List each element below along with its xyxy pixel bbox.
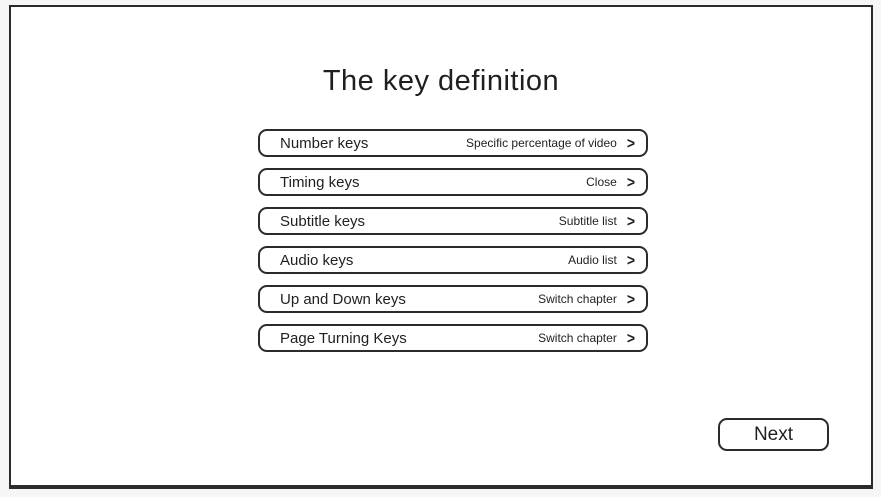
chevron-right-icon: >	[626, 212, 635, 230]
row-value: Audio list	[568, 253, 617, 267]
row-number-keys[interactable]: Number keys Specific percentage of video…	[258, 129, 648, 157]
row-up-and-down-keys[interactable]: Up and Down keys Switch chapter >	[258, 285, 648, 313]
row-timing-keys[interactable]: Timing keys Close >	[258, 168, 648, 196]
row-right: Specific percentage of video >	[466, 134, 635, 152]
row-label: Up and Down keys	[280, 290, 406, 308]
chevron-right-icon: >	[626, 329, 635, 347]
row-value: Switch chapter	[538, 331, 617, 345]
row-label: Number keys	[280, 134, 369, 152]
row-label: Timing keys	[280, 173, 360, 191]
row-value: Close	[586, 175, 617, 189]
window-frame: The key definition Number keys Specific …	[9, 5, 873, 489]
row-audio-keys[interactable]: Audio keys Audio list >	[258, 246, 648, 274]
row-right: Close >	[586, 173, 635, 191]
row-label: Audio keys	[280, 251, 354, 269]
page-title: The key definition	[322, 65, 560, 97]
row-value: Specific percentage of video	[466, 136, 617, 150]
row-subtitle-keys[interactable]: Subtitle keys Subtitle list >	[258, 207, 648, 235]
chevron-right-icon: >	[626, 251, 635, 269]
chevron-right-icon: >	[626, 134, 635, 152]
row-right: Switch chapter >	[538, 290, 635, 308]
key-definition-list: Number keys Specific percentage of video…	[258, 129, 648, 352]
row-label: Subtitle keys	[280, 212, 366, 230]
row-label: Page Turning Keys	[280, 329, 407, 347]
row-right: Subtitle list >	[558, 212, 635, 230]
row-value: Subtitle list	[558, 214, 617, 228]
chevron-right-icon: >	[626, 173, 635, 191]
chevron-right-icon: >	[626, 290, 635, 308]
next-button[interactable]: Next	[718, 418, 829, 451]
row-page-turning-keys[interactable]: Page Turning Keys Switch chapter >	[258, 324, 648, 352]
row-value: Switch chapter	[538, 292, 617, 306]
row-right: Switch chapter >	[538, 329, 635, 347]
row-right: Audio list >	[568, 251, 635, 269]
